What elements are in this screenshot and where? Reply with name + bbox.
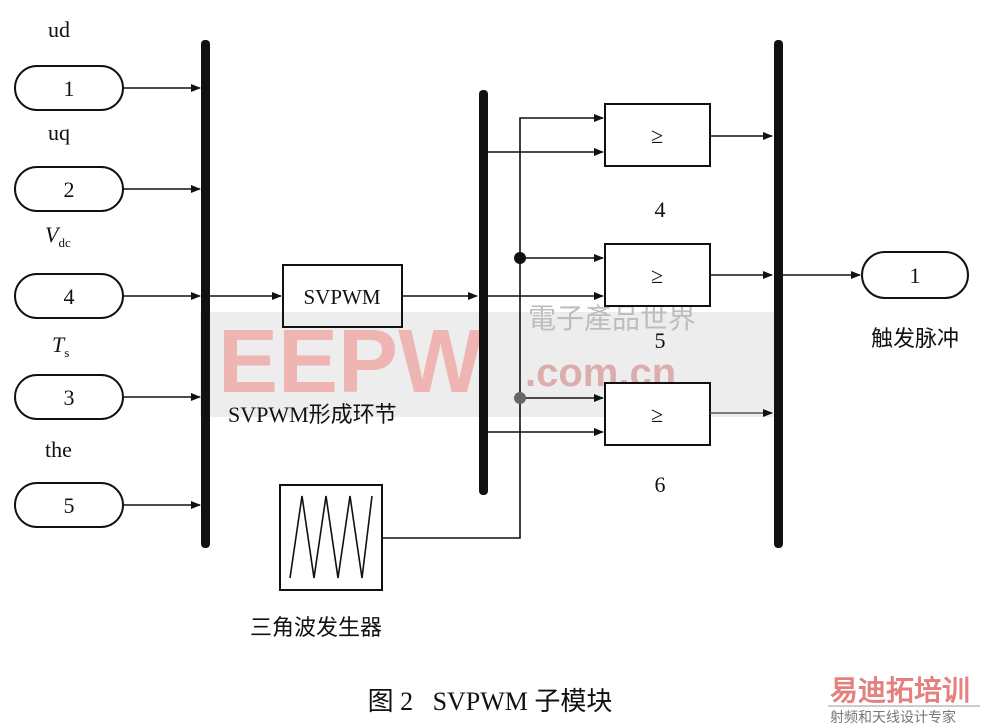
mux-bar-output[interactable] (774, 40, 783, 548)
inport-label-sub: s (64, 345, 69, 360)
triangle-generator-caption: 三角波发生器 (250, 615, 382, 640)
svg-text:Vdc: Vdc (45, 222, 71, 250)
inport-number: 4 (64, 284, 75, 309)
comparator-symbol: ≥ (651, 263, 663, 288)
inport-vdc[interactable]: Vdc 4 (14, 222, 124, 319)
inport-number: 2 (64, 177, 75, 202)
comparator-5[interactable]: ≥ 5 (604, 243, 773, 353)
inport-label: the (45, 437, 72, 462)
inport-label: V (45, 222, 61, 247)
junction-dot (514, 252, 526, 264)
junction-dot (514, 392, 526, 404)
comparator-4[interactable]: ≥ 4 (604, 103, 773, 222)
input-signals (123, 84, 201, 509)
comparator-number: 6 (655, 472, 666, 497)
comparator-symbol: ≥ (651, 123, 663, 148)
outport-number: 1 (910, 263, 921, 288)
watermark-brand: EEPW (218, 312, 483, 412)
inport-number: 5 (64, 493, 75, 518)
inport-label-sub: dc (58, 235, 71, 250)
comparator-6[interactable]: ≥ 6 (604, 382, 773, 497)
watermark: EEPW 電子產品世界 .com.cn (200, 303, 780, 417)
inport-number: 1 (64, 76, 75, 101)
inport-label: ud (48, 17, 70, 42)
svg-text:Ts: Ts (52, 332, 69, 360)
inport-2[interactable]: uq 2 (14, 120, 124, 212)
inport-number: 3 (64, 385, 75, 410)
inport-1[interactable]: ud 1 (14, 17, 124, 111)
inport-label: T (52, 332, 66, 357)
comparator-number: 5 (655, 328, 666, 353)
svpwm-block-label: SVPWM (303, 285, 380, 309)
inport-the[interactable]: the 5 (14, 437, 124, 528)
svpwm-block[interactable]: SVPWM (210, 264, 478, 328)
svpwm-block-caption: SVPWM形成环节 (228, 402, 397, 427)
mux-bar-middle[interactable] (479, 90, 488, 495)
comparator-symbol: ≥ (651, 402, 663, 427)
inport-label: uq (48, 120, 70, 145)
figure-caption: 图 2 SVPWM 子模块 (368, 687, 613, 716)
mux-bar-input[interactable] (201, 40, 210, 548)
triangle-generator[interactable] (279, 484, 383, 591)
comparator-number: 4 (655, 197, 666, 222)
logo-title: 易迪拓培训 (830, 674, 970, 707)
watermark-cn: 電子產品世界 (528, 303, 696, 335)
outport-1[interactable]: 1 (783, 251, 969, 299)
triangle-wave-icon (289, 495, 373, 579)
carrier-signal (382, 114, 604, 539)
outport-label: 触发脉冲 (871, 326, 959, 351)
logo: 易迪拓培训 射频和天线设计专家 (828, 674, 980, 726)
logo-subtitle: 射频和天线设计专家 (830, 709, 956, 726)
inport-ts[interactable]: Ts 3 (14, 332, 124, 420)
